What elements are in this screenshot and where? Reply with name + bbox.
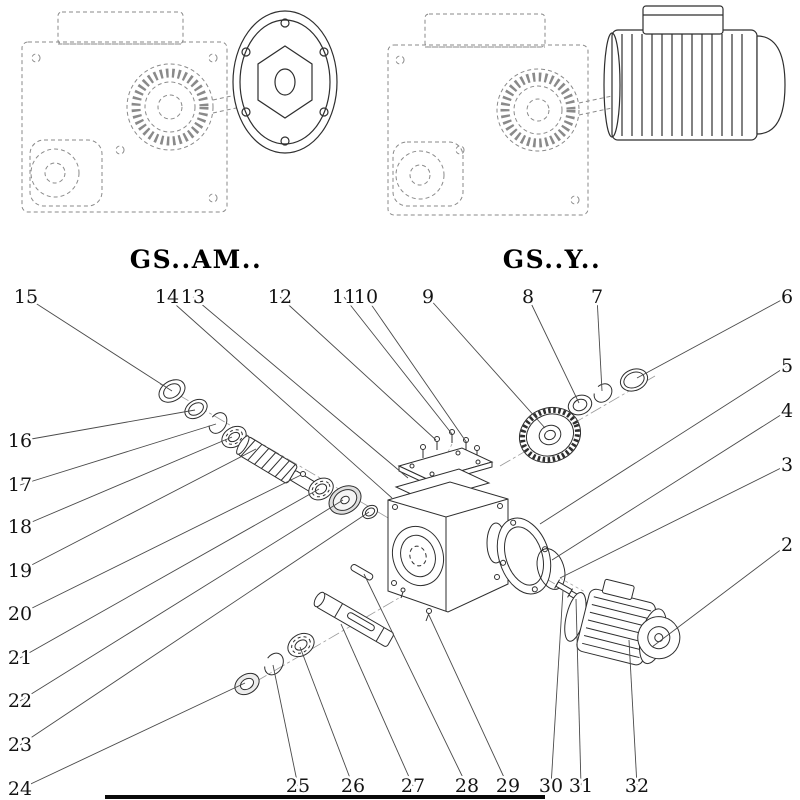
callout-label-30: 30	[539, 775, 563, 797]
callout-line-32	[628, 639, 638, 787]
part-ring-16	[184, 398, 208, 420]
callout-label-23: 23	[8, 734, 32, 756]
callout-label-7: 7	[591, 286, 603, 308]
part-adapter-ring	[536, 548, 566, 590]
callout-line-9	[427, 296, 546, 429]
callout-line-21	[19, 488, 320, 659]
variant-label-gsy: GS..Y..	[503, 245, 601, 274]
callout-label-4: 4	[781, 400, 793, 422]
callout-line-19	[19, 448, 257, 572]
callout-line-20	[19, 474, 302, 615]
callout-label-13: 13	[181, 286, 205, 308]
part-housing-body	[387, 481, 509, 613]
callout-label-10: 10	[354, 286, 378, 308]
callout-label-18: 18	[8, 516, 32, 538]
callout-line-28	[363, 573, 468, 787]
callout-line-12	[279, 296, 437, 441]
part-motor	[564, 578, 681, 666]
callout-line-14	[166, 296, 393, 499]
gsam-gearbox-drawing	[21, 11, 251, 213]
callout-label-12: 12	[268, 286, 292, 308]
callout-label-22: 22	[8, 690, 32, 712]
callout-line-18	[19, 436, 233, 528]
callout-line-5	[539, 365, 788, 525]
callout-label-24: 24	[8, 778, 32, 800]
callout-label-32: 32	[625, 775, 649, 797]
callout-label-26: 26	[341, 775, 365, 797]
callout-line-30	[550, 589, 564, 787]
gsy-motor-drawing	[603, 5, 786, 141]
callout-line-6	[636, 296, 788, 379]
callout-line-16	[19, 409, 196, 442]
callout-label-25: 25	[286, 775, 310, 797]
callout-line-15	[25, 296, 173, 392]
callout-label-5: 5	[781, 355, 793, 377]
callout-line-22	[19, 499, 344, 702]
part-snap-ring-25	[264, 652, 284, 676]
callout-line-7	[596, 296, 603, 392]
callout-label-2: 2	[781, 534, 793, 556]
callout-line-3	[559, 464, 788, 579]
callout-label-11: 11	[332, 286, 356, 308]
callout-label-8: 8	[522, 286, 534, 308]
part-gear-9	[519, 406, 581, 464]
part-screws-29	[400, 587, 432, 622]
part-washer-disc-22	[328, 485, 362, 515]
callout-line-31	[575, 598, 582, 787]
callout-line-25	[272, 664, 299, 787]
callout-line-17	[19, 423, 217, 486]
part-key-28	[350, 564, 374, 581]
gsam-flange-drawing	[232, 10, 338, 154]
callout-line-10	[365, 296, 468, 444]
gsy-gearbox-drawing	[387, 13, 613, 216]
part-pin-20	[300, 471, 306, 477]
callout-label-14: 14	[155, 286, 179, 308]
part-ring-23	[362, 504, 378, 520]
callout-label-27: 27	[401, 775, 425, 797]
callout-label-31: 31	[569, 775, 593, 797]
callout-label-19: 19	[8, 560, 32, 582]
callout-line-29	[427, 612, 509, 787]
callout-label-21: 21	[8, 647, 32, 669]
callout-line-2	[651, 544, 788, 648]
callout-line-24	[19, 682, 246, 790]
callout-label-28: 28	[455, 775, 479, 797]
callout-label-29: 29	[496, 775, 520, 797]
variant-label-gsam: GS..AM..	[130, 245, 262, 274]
part-cover-screws	[420, 429, 480, 459]
callout-label-17: 17	[8, 474, 32, 496]
callout-line-26	[299, 646, 354, 787]
callout-label-9: 9	[422, 286, 434, 308]
callout-line-27	[340, 623, 414, 787]
part-ring-6	[619, 368, 649, 392]
callout-label-3: 3	[781, 454, 793, 476]
part-output-flange-ring	[496, 517, 552, 595]
part-output-shaft-27	[313, 591, 394, 647]
callout-lines-layer	[19, 296, 788, 790]
callout-line-11	[343, 296, 453, 435]
callout-line-13	[192, 296, 409, 479]
part-snap-ring-7	[593, 383, 613, 403]
callout-line-8	[527, 296, 580, 404]
callout-label-16: 16	[8, 430, 32, 452]
callout-label-20: 20	[8, 603, 32, 625]
callout-label-15: 15	[14, 286, 38, 308]
part-snap-ring-17	[208, 412, 228, 434]
part-washer-24	[234, 672, 260, 696]
callout-label-6: 6	[781, 286, 793, 308]
part-bearing-21	[308, 477, 334, 501]
callout-line-23	[19, 511, 370, 746]
bottom-edge-mark	[105, 795, 545, 799]
part-bearing-26	[287, 632, 315, 658]
callout-line-4	[551, 410, 788, 561]
